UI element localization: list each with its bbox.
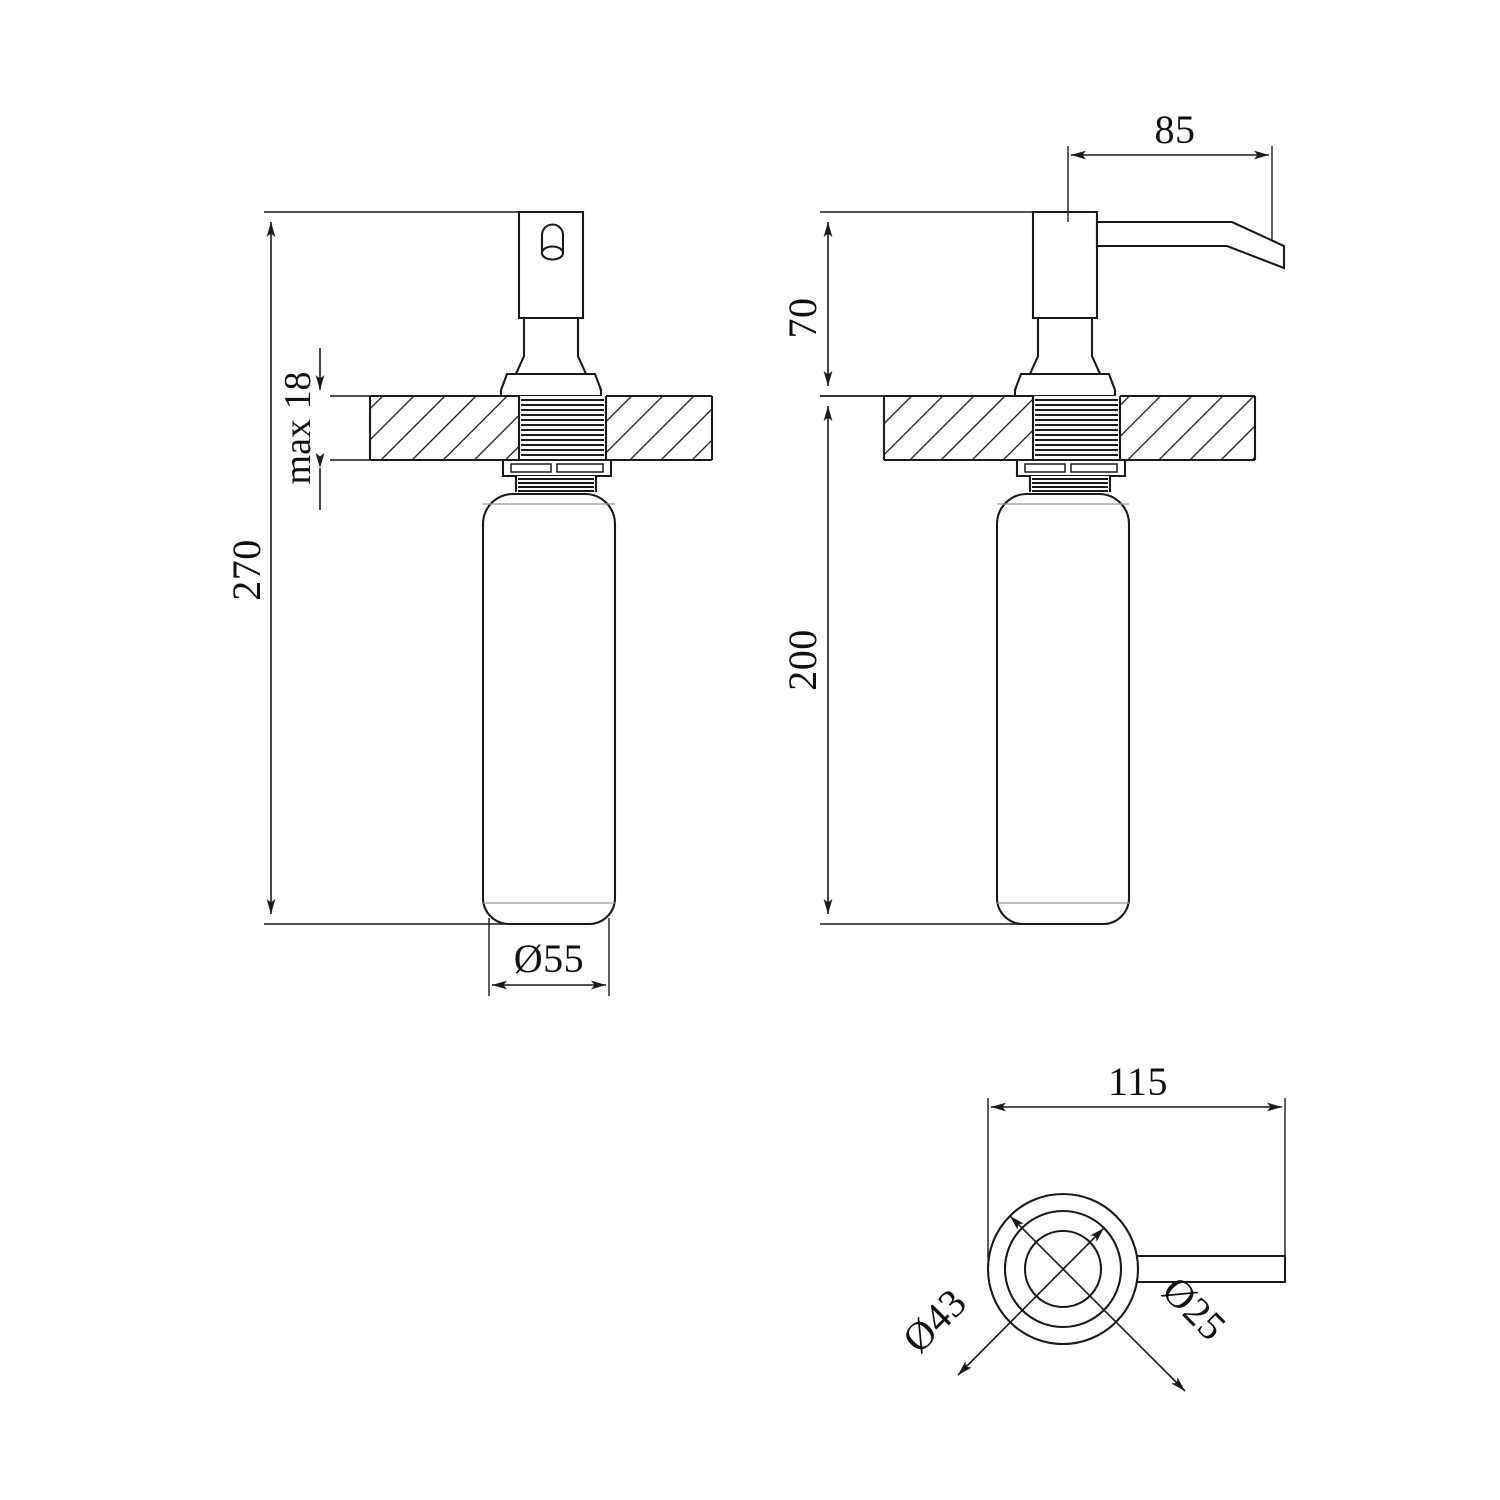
top-plan-view: Ø43 Ø25 115 — [894, 1059, 1287, 1392]
threaded-shank-side — [1031, 396, 1122, 460]
pump-head-body — [517, 210, 585, 320]
dim-label-bottle-diameter: Ø55 — [514, 936, 584, 981]
dim-label-countertop-thickness: max 18 — [277, 372, 319, 485]
countertop-ends-side — [882, 396, 1257, 460]
side-view-dimensions: 85 70 200 — [780, 107, 1273, 925]
deck-flange-front — [499, 372, 603, 398]
dim-label-height-above-deck: 70 — [780, 298, 825, 339]
soap-bottle-side — [995, 492, 1131, 926]
pump-neck-front — [514, 316, 588, 376]
soap-bottle-front — [481, 492, 617, 926]
spout-outlet-ellipse — [540, 245, 565, 261]
top-view-diagonal-dimensions — [957, 1215, 1186, 1392]
pump-neck-side — [1028, 316, 1102, 376]
dimension-height-above-deck: 70 — [780, 211, 1033, 397]
dim-label-spout-reach: 85 — [1155, 107, 1196, 152]
pump-head-body-side — [1031, 210, 1099, 320]
dimension-spout-reach: 85 — [1067, 107, 1273, 240]
locknut-assembly-side — [1015, 458, 1127, 492]
locknut-assembly-front — [501, 458, 613, 492]
countertop-ends — [368, 396, 714, 460]
pump-head-front — [517, 210, 585, 320]
dimension-bottle-diameter: Ø55 — [488, 918, 610, 996]
dim-label-total-height: 270 — [224, 539, 269, 601]
spout-outlet-capsule — [540, 223, 565, 255]
locknut-facets-side — [1024, 463, 1118, 473]
dim-label-overall-length: 115 — [1108, 1059, 1168, 1104]
dim-line-flange — [1009, 1215, 1186, 1392]
front-view-dimensions: 270 max 18 Ø55 — [224, 211, 610, 996]
bottle-outline-side — [995, 492, 1131, 926]
dimension-overall-length: 115 — [987, 1059, 1286, 1262]
dimension-total-height: 270 — [224, 211, 595, 925]
dimension-depth-below-deck: 200 — [780, 395, 1109, 925]
spout-arm — [1095, 220, 1286, 270]
bottle-outline — [481, 492, 617, 926]
front-elevation-view — [368, 210, 714, 926]
deck-flange-side — [1013, 372, 1117, 398]
dim-label-flange-diameter: Ø43 — [894, 1280, 976, 1362]
dim-label-depth-below-deck: 200 — [780, 629, 825, 691]
dimension-countertop-thickness: max 18 — [277, 348, 370, 510]
threaded-shank-front — [517, 396, 608, 460]
locknut-facets — [510, 463, 604, 473]
side-elevation-view — [882, 210, 1286, 926]
